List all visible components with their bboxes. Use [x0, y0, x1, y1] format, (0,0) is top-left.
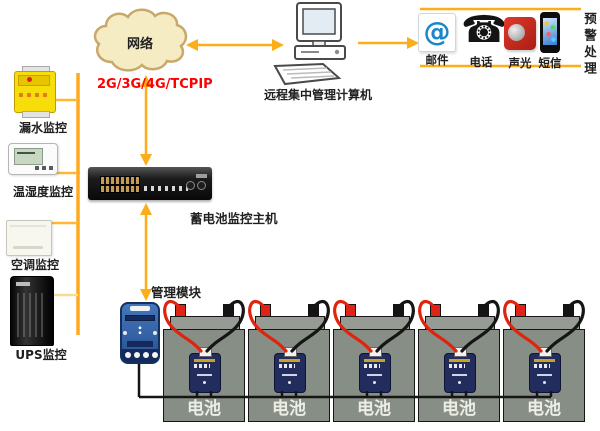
battery-sensor-module [444, 347, 476, 393]
rack-ports [100, 176, 140, 193]
sms-label: 短信 [538, 56, 562, 70]
ups-tower-icon [10, 276, 54, 346]
smartphone-icon [540, 12, 560, 53]
email-at-icon: @ [418, 13, 456, 52]
battery-unit: 电池 [503, 304, 585, 422]
ups-monitor-label: UPS监控 [15, 348, 67, 362]
management-module-caption: 管理模块 [151, 285, 202, 300]
network-cloud-label: 网络 [126, 37, 153, 52]
host-caption: 蓄电池监控主机 [190, 211, 278, 226]
cloud-computer-arrow [186, 39, 284, 51]
water-leak-sensor-icon [14, 66, 56, 118]
rack-connector [197, 181, 206, 190]
management-module-icon [120, 302, 160, 364]
smartphone-screen [543, 18, 557, 45]
telephone-icon: ☎ [461, 8, 508, 51]
leak-sensor-label: 漏水监控 [18, 121, 67, 135]
battery-unit: 电池 [248, 304, 330, 422]
battery-data-bus [137, 360, 553, 399]
battery-unit: 电池 [333, 304, 415, 422]
phone-label: 电话 [469, 55, 493, 69]
computer-icon [273, 2, 346, 86]
temp-humidity-sensor-icon [8, 143, 58, 175]
battery-body: 电池 [163, 329, 245, 422]
battery-sensor-module [359, 347, 391, 393]
siren-label: 声光 [508, 56, 532, 70]
battery-cables [163, 299, 585, 353]
battery-label: 电池 [272, 399, 306, 419]
rack-indicators [144, 186, 188, 191]
battery-sensor-module [529, 347, 561, 393]
battery-label: 电池 [187, 399, 221, 419]
battery-sensor-module [274, 347, 306, 393]
network-cloud-icon [93, 8, 188, 72]
thermo-sensor-label: 温湿度监控 [12, 185, 73, 199]
air-conditioner-monitor-icon [6, 220, 52, 256]
rack-connector [186, 181, 195, 190]
rack-brand-tag [196, 174, 207, 178]
battery-monitoring-host-icon [88, 167, 212, 200]
computer-alerts-arrow [358, 37, 419, 49]
email-label: 邮件 [425, 53, 449, 67]
battery-label: 电池 [442, 399, 476, 419]
battery-unit: 电池 [163, 304, 245, 422]
host-module-arrow [140, 203, 152, 301]
computer-caption: 远程集中管理计算机 [263, 88, 372, 102]
alert-panel-vertical-title: 预警处理 [582, 12, 597, 78]
siren-dome [508, 24, 525, 41]
battery-unit: 电池 [418, 304, 500, 422]
battery-sensor-module [189, 347, 221, 393]
battery-label: 电池 [357, 399, 391, 419]
cloud-host-arrow [140, 75, 152, 166]
siren-icon [504, 17, 536, 50]
battery-label: 电池 [527, 399, 561, 419]
ac-monitor-label: 空调监控 [10, 258, 59, 272]
wan-protocol-label: 2G/3G/4G/TCPIP [97, 77, 213, 92]
